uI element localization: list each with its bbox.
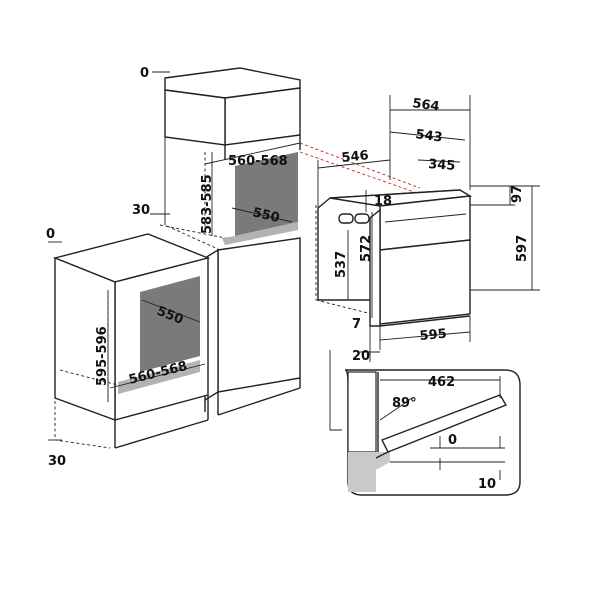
oven-front-height-label: 597 bbox=[515, 235, 530, 262]
detail-opening-depth-label: 462 bbox=[428, 375, 455, 390]
base-height-label: 595-596 bbox=[95, 326, 110, 386]
tall-unit-lower-side bbox=[217, 237, 301, 393]
oven-dimensions: 564 543 546 345 18 97 597 537 572 7 595 bbox=[317, 95, 540, 364]
tall-width-label: 560-568 bbox=[228, 154, 288, 169]
detail-clearance-label: 0 bbox=[448, 433, 457, 448]
oven-body-depth-label: 546 bbox=[341, 148, 370, 166]
base-top-clearance-label: 0 bbox=[46, 227, 55, 242]
tall-top-clearance-label: 0 bbox=[140, 66, 149, 81]
tall-unit-dimensions: 0 560-568 583-585 550 30 bbox=[132, 66, 301, 236]
door-detail: 462 89° 0 10 bbox=[329, 350, 521, 496]
base-unit-cavity-floor bbox=[118, 360, 200, 394]
tall-bottom-gap-label: 30 bbox=[132, 203, 150, 218]
detail-angle-label: 89° bbox=[392, 396, 417, 411]
detail-cabinet-side bbox=[347, 371, 377, 453]
oven-side-offset-label: 20 bbox=[352, 349, 370, 364]
detail-cabinet-floor bbox=[348, 452, 376, 492]
oven-overall-depth-label: 564 bbox=[411, 96, 440, 115]
tall-depth-label: 550 bbox=[251, 205, 281, 226]
tall-unit-cavity bbox=[235, 152, 298, 236]
oven-top-offset-label: 18 bbox=[374, 194, 392, 209]
detail-drop-label: 10 bbox=[478, 477, 496, 492]
oven-top-panel-label: 97 bbox=[510, 185, 525, 203]
tall-unit-top-side bbox=[224, 87, 301, 146]
oven-knob-left bbox=[338, 213, 354, 224]
oven-body-height-537-label: 537 bbox=[334, 251, 349, 278]
oven-depth-543-label: 543 bbox=[414, 127, 443, 146]
base-unit-cavity bbox=[140, 276, 200, 372]
base-unit bbox=[52, 233, 211, 449]
oven-front-width-label: 595 bbox=[419, 327, 447, 344]
oven-depth-345-label: 345 bbox=[428, 157, 456, 174]
oven-front-edge bbox=[369, 208, 381, 327]
base-bottom-gap-label: 30 bbox=[48, 454, 66, 469]
tall-height-label: 583-585 bbox=[200, 174, 215, 234]
detail-open-door bbox=[381, 394, 508, 453]
oven-bottom-offset-label: 7 bbox=[352, 317, 361, 332]
red-guide-lines bbox=[299, 142, 421, 195]
tall-unit bbox=[159, 67, 301, 416]
tall-unit-top-front bbox=[164, 89, 226, 146]
tall-unit-cavity-floor bbox=[222, 222, 298, 245]
oven-knob-right bbox=[354, 213, 370, 224]
oven-body-height-572-label: 572 bbox=[359, 235, 374, 262]
oven-door bbox=[379, 239, 471, 325]
oven bbox=[315, 189, 473, 327]
